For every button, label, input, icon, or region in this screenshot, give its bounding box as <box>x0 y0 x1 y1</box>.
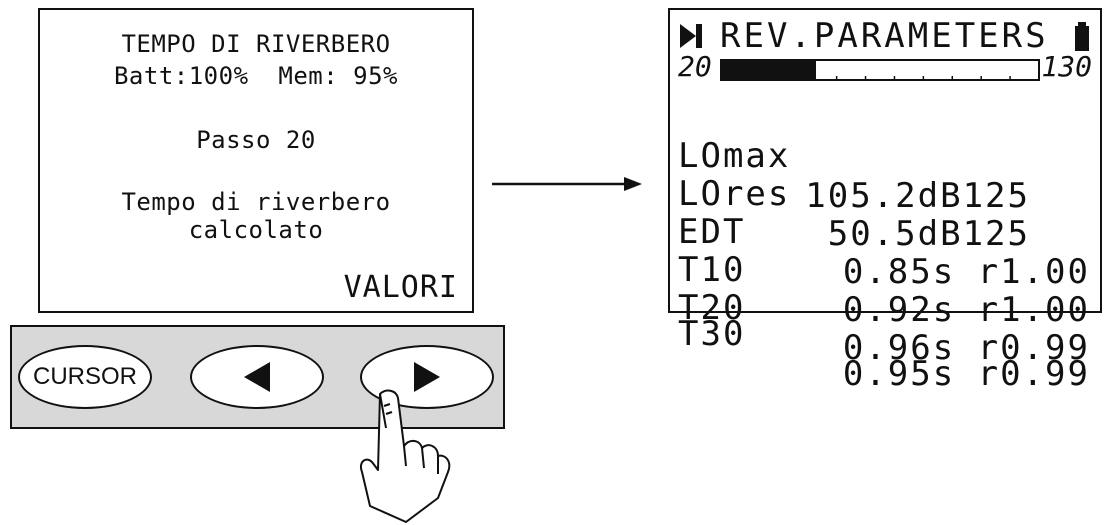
param-row-lomax: LOmax 105.2dB125 <box>678 96 1090 216</box>
step-indicator: Passo 20 <box>196 126 316 154</box>
param-row-lores: LOres 50.5dB125 <box>678 134 1090 254</box>
scale-min-label: 20 <box>678 50 712 83</box>
battery-icon <box>1075 22 1089 51</box>
arrow-right-icon <box>492 177 642 191</box>
param-label: T20 <box>678 288 746 328</box>
right-lcd-screen: REV.PARAMETERS 20 130 LOmax 105.2dB125 L… <box>668 8 1102 394</box>
battery-memory-status: Batt:100% Mem: 95% <box>113 62 399 90</box>
message-line-2: calcolato <box>188 216 324 244</box>
param-label: T10 <box>678 250 746 290</box>
level-bar-fill <box>721 60 816 80</box>
param-value: 105.2dB125 <box>805 176 1030 216</box>
level-bar <box>720 59 1040 81</box>
param-row-edt: EDT 0.85s r1.00 <box>678 172 1090 292</box>
param-value: 0.96s r0.99 <box>842 328 1090 368</box>
title-row: REV.PARAMETERS <box>678 16 1092 56</box>
left-lcd-screen: TEMPO DI RIVERBERO Batt:100% Mem: 95% Pa… <box>38 8 474 313</box>
scale-max-label: 130 <box>1041 50 1092 83</box>
left-arrow-button[interactable] <box>190 345 324 409</box>
arrow-left-icon <box>244 362 270 392</box>
param-label: LOres <box>678 174 791 214</box>
play-marker-icon <box>680 24 702 48</box>
screen-title: TEMPO DI RIVERBERO <box>121 30 391 58</box>
screen-title: REV.PARAMETERS <box>720 16 1049 56</box>
param-value: 0.95s r0.99 <box>842 354 1090 394</box>
cursor-button-label: CURSOR <box>32 363 137 390</box>
message-line-1: Tempo di riverbero <box>121 188 391 216</box>
param-value: 50.5dB125 <box>827 214 1030 254</box>
param-label: LOmax <box>678 136 791 176</box>
keypad: CURSOR <box>10 325 505 429</box>
pressing-hand-icon <box>360 389 451 523</box>
arrow-right-icon <box>414 362 440 392</box>
param-label: EDT <box>678 212 746 252</box>
param-value: 0.92s r1.00 <box>842 290 1090 330</box>
param-value: 0.85s r1.00 <box>842 252 1090 292</box>
cursor-button[interactable]: CURSOR <box>18 345 152 409</box>
param-row-t10: T10 0.92s r1.00 <box>678 210 1090 330</box>
softkey-valori[interactable]: VALORI <box>343 270 458 305</box>
param-label: T30 <box>678 314 746 354</box>
param-row-t30: T30 0.95s r0.99 <box>678 274 1090 394</box>
param-row-t20: T20 0.96s r0.99 <box>678 248 1090 368</box>
